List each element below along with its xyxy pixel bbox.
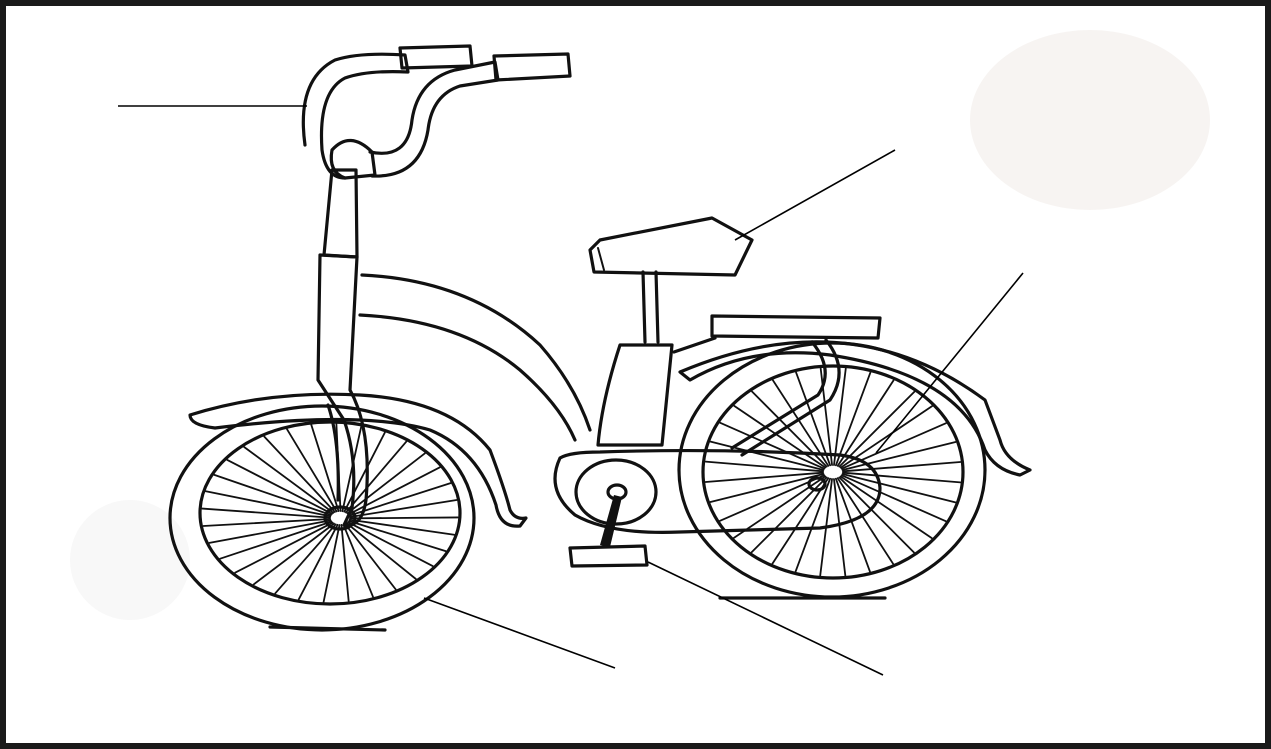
spoke	[842, 475, 946, 521]
spoke	[287, 429, 337, 511]
ground-line-front	[270, 627, 385, 630]
front-fork	[318, 255, 367, 525]
right-grip	[494, 54, 570, 80]
handlebar-right	[370, 62, 498, 176]
leader-line-pedal	[648, 562, 883, 675]
fork-body	[318, 255, 367, 525]
spoke	[203, 519, 330, 526]
front-spokes	[202, 424, 458, 602]
spoke	[264, 437, 335, 512]
pedal	[570, 546, 647, 566]
paper-shadow	[970, 30, 1210, 210]
stem	[324, 170, 357, 257]
spoke	[350, 520, 454, 535]
rear-mudguard	[680, 342, 1030, 475]
front-wheel	[170, 406, 474, 630]
spoke	[244, 447, 333, 513]
spoke	[220, 522, 331, 559]
left-grip	[400, 46, 472, 68]
leader-line-front-tyre	[424, 598, 615, 668]
stem-clamp	[331, 140, 375, 178]
handlebar-assembly	[303, 46, 570, 257]
rear-spokes	[706, 368, 961, 575]
rack-top	[712, 316, 880, 338]
spoke	[843, 462, 960, 471]
seat-post-left	[643, 272, 645, 342]
paper-shadow	[70, 500, 190, 620]
front-mudguard	[190, 394, 526, 526]
seat-tube	[598, 345, 672, 445]
seat	[590, 218, 752, 275]
spoke	[834, 479, 845, 576]
spoke	[235, 523, 333, 573]
seat-stay	[674, 338, 715, 352]
leader-line-seat	[735, 150, 895, 240]
spoke	[214, 475, 331, 515]
seat-post-right	[656, 272, 658, 342]
luggage-rack	[712, 316, 880, 455]
spoke	[838, 380, 894, 465]
handlebar-left	[303, 54, 408, 178]
rear-wheel	[679, 343, 985, 598]
spoke	[706, 462, 823, 472]
spoke	[834, 369, 846, 466]
spoke	[706, 473, 823, 482]
rear-tyre-outer	[679, 343, 985, 597]
spoke	[843, 473, 960, 483]
frame	[360, 272, 715, 445]
seat-edge	[598, 248, 604, 270]
spoke	[350, 517, 458, 518]
